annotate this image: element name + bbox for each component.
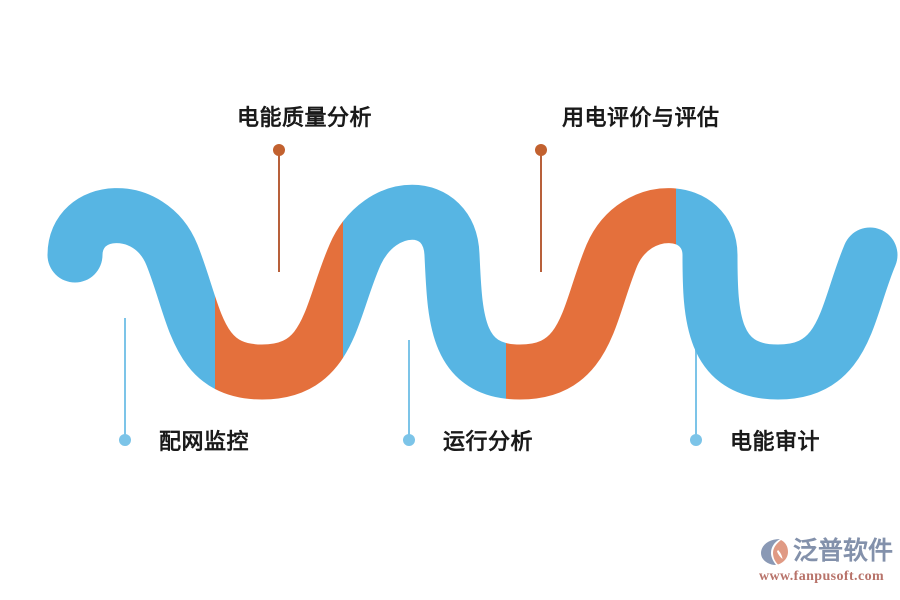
connector-dot-node-1[interactable] xyxy=(119,434,131,446)
connector-lines xyxy=(124,152,697,438)
watermark-logo: 泛普软件 www.fanpusoft.com xyxy=(758,534,894,590)
wave-ribbon xyxy=(75,212,870,372)
connector-dot-node-5[interactable] xyxy=(690,434,702,446)
connector-dot-node-4[interactable] xyxy=(535,144,547,156)
watermark-url: www.fanpusoft.com xyxy=(759,569,885,584)
node-label-energy-audit: 电能审计 xyxy=(730,429,821,454)
watermark-brand-name: 泛普软件 xyxy=(793,536,894,565)
connector-dot-node-3[interactable] xyxy=(403,434,415,446)
connector-dots xyxy=(119,144,702,446)
node-label-electric-power-quality-analysis: 电能质量分析 xyxy=(237,105,373,130)
node-label-power-consumption-evaluation: 用电评价与评估 xyxy=(562,105,720,130)
node-label-distribution-network-monitoring: 配网监控 xyxy=(159,429,250,454)
node-label-operation-analysis: 运行分析 xyxy=(443,429,534,454)
connector-dot-node-2[interactable] xyxy=(273,144,285,156)
watermark-brand-row: 泛普软件 xyxy=(758,534,893,568)
fanpu-logo-icon xyxy=(761,539,788,565)
